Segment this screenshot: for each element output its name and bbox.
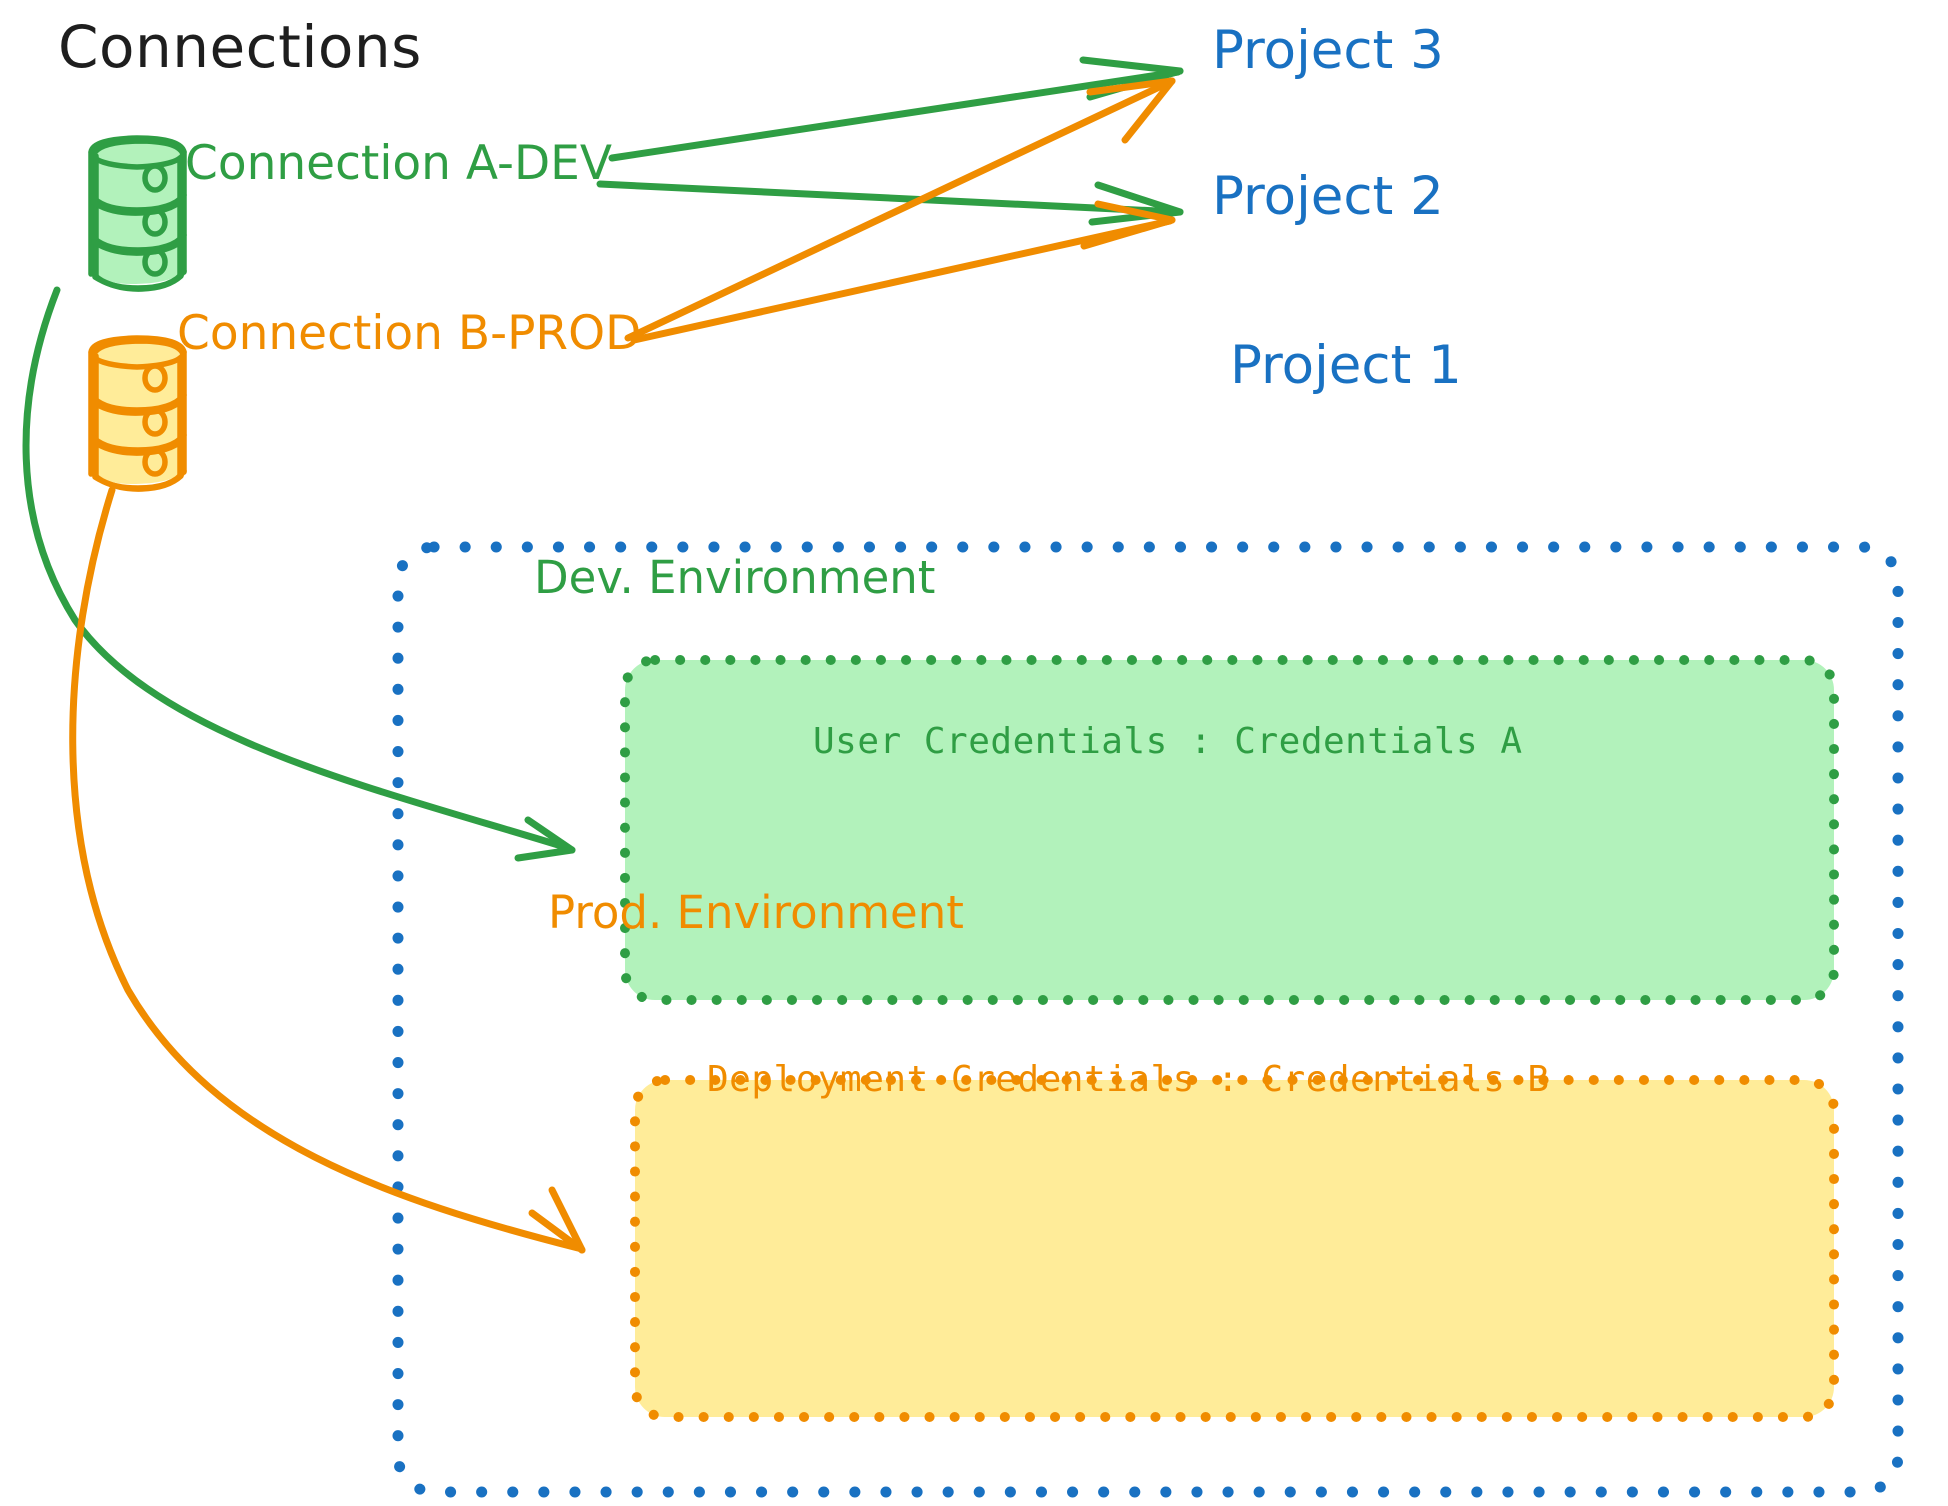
- arrow-a-dev-to-project-2: [596, 180, 1184, 226]
- connection-a-dev-label[interactable]: Connection A-DEV: [185, 136, 612, 191]
- project-1-label[interactable]: Project 1: [1230, 335, 1462, 396]
- dev-environment-credentials: User Credentials : Credentials A: [813, 721, 1523, 762]
- arrow-b-prod-to-project-3: [624, 77, 1176, 342]
- arrow-a-dev-to-dev-environment: [22, 286, 576, 862]
- project-2-label[interactable]: Project 2: [1212, 166, 1444, 227]
- database-cylinder-icon-orange: [88, 335, 187, 492]
- prod-environment-credentials: Deployment Credentials : Credentials B: [707, 1059, 1550, 1100]
- connection-b-prod-label[interactable]: Connection B-PROD: [177, 306, 642, 361]
- prod-environment-title: Prod. Environment: [548, 886, 964, 939]
- database-cylinder-icon-green: [88, 135, 187, 292]
- arrow-b-prod-to-prod-environment: [69, 486, 586, 1254]
- dev-environment-title: Dev. Environment: [534, 551, 936, 604]
- prod-environment-box: [630, 1075, 1839, 1422]
- project-3-label[interactable]: Project 3: [1212, 20, 1444, 81]
- arrow-a-dev-to-project-3: [608, 56, 1184, 162]
- page-title: Connections: [58, 13, 422, 81]
- arrow-b-prod-to-project-2: [630, 200, 1176, 344]
- dev-environment-box: [620, 655, 1839, 1005]
- project-1-container: [392, 541, 1904, 1498]
